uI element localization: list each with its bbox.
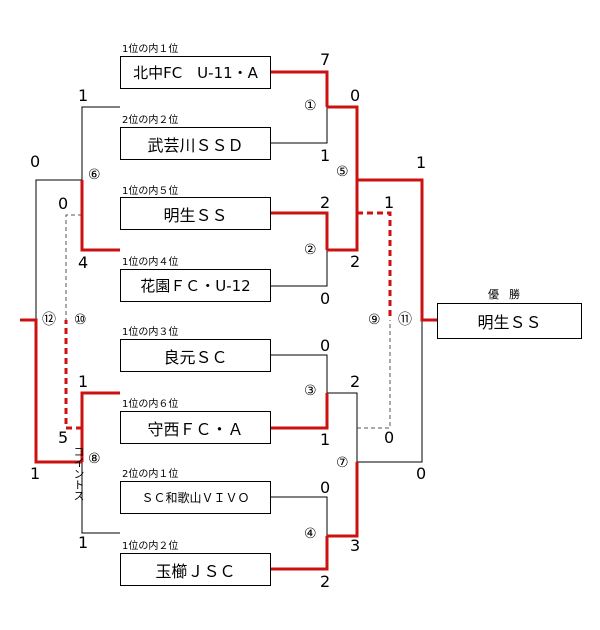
rank-label: 2位の内１位	[122, 469, 179, 480]
score: 0	[384, 428, 395, 447]
line-m4-a	[271, 496, 328, 536]
red-m1	[271, 70, 329, 107]
score: 5	[58, 428, 69, 447]
team-box-7: ＳＣ和歌山ＶＩＶＯ	[120, 481, 271, 514]
score: 0	[58, 194, 69, 213]
score: 0	[30, 152, 41, 171]
rank-label: 1位の内６位	[122, 399, 179, 410]
red-m9	[357, 211, 392, 320]
team-box-3: 明生ＳＳ	[120, 197, 271, 230]
match-number-2: ②	[304, 242, 317, 258]
score: 2	[320, 193, 331, 212]
rank-label: 1位の内５位	[122, 186, 179, 197]
rank-label: 1位の内１位	[122, 44, 179, 55]
score: 0	[320, 478, 331, 497]
line-m9-b	[357, 320, 391, 429]
score: 1	[320, 146, 331, 165]
red-m6	[80, 180, 120, 252]
score: 1	[78, 533, 89, 552]
red-m5-bottom	[327, 180, 359, 252]
line-m6-a	[81, 106, 120, 180]
score: 1	[384, 193, 395, 212]
match-number-12: ⑫	[42, 312, 56, 328]
red-m11	[357, 178, 437, 322]
match-number-7: ⑦	[336, 455, 349, 471]
bracket-dashed-black	[65, 214, 391, 429]
match-number-11: ⑪	[398, 312, 412, 328]
score: 2	[350, 372, 361, 391]
score: 1	[320, 430, 331, 449]
score: 1	[78, 372, 89, 391]
line-m12-a	[35, 179, 82, 320]
score: 1	[30, 464, 41, 483]
rank-label: 1位の内２位	[122, 541, 179, 552]
score: 3	[350, 536, 361, 555]
match-number-4: ④	[304, 526, 317, 542]
red-m8	[80, 391, 120, 462]
team-box-5: 良元ＳＣ	[120, 339, 271, 372]
line-m8-b	[81, 462, 120, 534]
line-m2-b	[271, 250, 328, 287]
line-m1-b	[271, 107, 328, 144]
bracket-black-lines	[35, 106, 423, 536]
score: 7	[320, 50, 331, 69]
match-number-3: ③	[304, 383, 317, 399]
match-number-1: ①	[304, 98, 317, 114]
bracket-red-lines	[20, 70, 437, 571]
red-m10	[64, 320, 82, 430]
line-m10-a	[65, 214, 82, 320]
red-m12	[20, 318, 82, 464]
line-m3-a	[271, 354, 328, 393]
champion-box: 明生ＳＳ	[437, 303, 582, 339]
team-box-2: 武芸川ＳＳＤ	[120, 127, 271, 160]
score: 0	[416, 464, 427, 483]
match-number-5: ⑤	[336, 164, 349, 180]
line-m7-a	[327, 392, 358, 462]
red-m3	[271, 393, 329, 430]
score: 0	[320, 336, 331, 355]
match-number-10: ⑩	[74, 312, 87, 328]
score: 0	[350, 86, 361, 105]
team-box-6: 守西ＦＣ・Ａ	[120, 411, 271, 444]
rank-label: 1位の内４位	[122, 257, 179, 268]
score: 2	[350, 252, 361, 271]
team-box-8: 玉櫛ＪＳＣ	[120, 553, 271, 586]
bracket-dashed-red	[64, 211, 392, 430]
team-box-4: 花園ＦＣ・U-12	[120, 269, 271, 302]
red-m4	[271, 536, 329, 571]
line-m11-b	[357, 320, 423, 463]
match-number-9: ⑨	[368, 312, 381, 328]
score: 4	[78, 253, 89, 272]
score: 2	[320, 572, 331, 591]
red-m5-top	[327, 105, 359, 180]
score: 0	[320, 289, 331, 308]
rank-label: 2位の内２位	[122, 115, 179, 126]
match-number-6: ⑥	[88, 167, 101, 183]
match-number-8: ⑧	[88, 451, 101, 467]
score: 1	[78, 86, 89, 105]
team-box-1: 北中FC U-11・A	[120, 56, 271, 89]
red-m7	[327, 462, 359, 538]
coin-toss-note: コイントス	[72, 446, 85, 501]
score: 1	[416, 153, 427, 172]
rank-label: 1位の内３位	[122, 327, 179, 338]
red-m2	[271, 211, 329, 250]
champion-label: 優勝	[488, 288, 530, 301]
